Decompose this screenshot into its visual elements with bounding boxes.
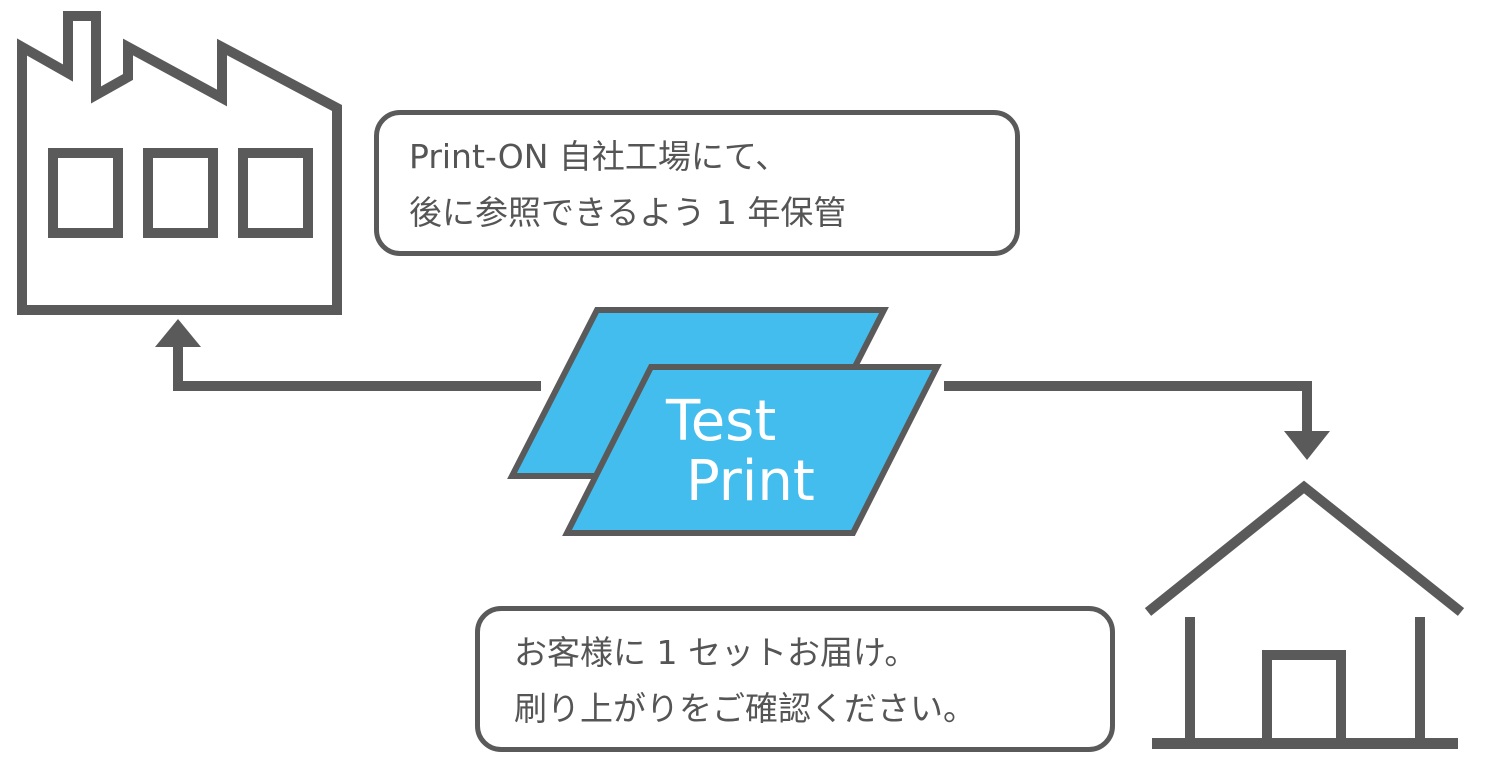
house-icon — [1144, 480, 1465, 749]
arrow-to-factory-shaft — [173, 345, 541, 391]
factory-window-1 — [48, 148, 123, 238]
arrow-to-factory — [155, 319, 541, 391]
customer-delivery-text-line1: お客様に 1 セットお届け。 — [514, 633, 918, 672]
test-print-label-line2: Print — [686, 449, 815, 514]
house-roof — [1144, 480, 1465, 616]
arrow-to-factory-head — [155, 319, 201, 347]
test-print-label-line1: Test — [665, 389, 776, 454]
factory-storage-text-line1: Print-ON 自社工場にて、 — [409, 137, 789, 176]
arrow-to-house-shaft — [944, 381, 1312, 433]
front-sheet — [562, 364, 942, 536]
factory-window-3 — [238, 148, 313, 238]
factory-window-2 — [143, 148, 218, 238]
test-print-sheets: Test Print — [507, 307, 942, 536]
house-door — [1262, 650, 1346, 742]
factory-storage-callout: Print-ON 自社工場にて、 後に参照できるよう 1 年保管 — [374, 110, 1020, 256]
factory-outline — [17, 11, 342, 315]
customer-delivery-text-line2: 刷り上がりをご確認ください。 — [514, 689, 976, 728]
factory-icon — [17, 11, 342, 315]
arrow-to-house — [944, 381, 1330, 460]
factory-storage-text-line2: 後に参照できるよう 1 年保管 — [409, 193, 847, 232]
arrow-to-house-head — [1284, 431, 1330, 460]
house-ground — [1152, 738, 1458, 749]
customer-delivery-callout: お客様に 1 セットお届け。 刷り上がりをご確認ください。 — [475, 606, 1115, 752]
